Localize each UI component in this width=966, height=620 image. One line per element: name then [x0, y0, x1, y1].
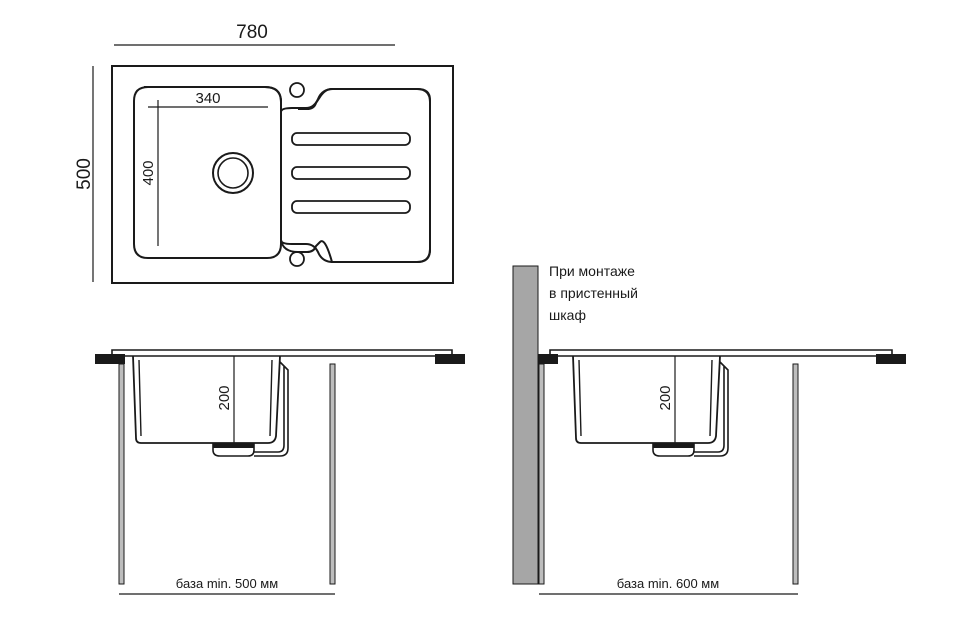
overflow-pipe [254, 361, 289, 457]
section-view-wall: При монтаже в пристенный шкаф 200 база m… [512, 263, 906, 595]
countertop-left-wall [538, 354, 558, 364]
top-view: 780 500 340 400 [74, 22, 454, 284]
wall [512, 265, 539, 585]
drain-section-wall [652, 443, 695, 457]
bowl-section [132, 355, 281, 444]
sink-rim-wall [549, 349, 893, 356]
drain-section [212, 443, 255, 457]
bowl-section-wall [572, 355, 721, 444]
drainboard-contour [280, 88, 431, 263]
bowl-width-label: 340 [195, 90, 220, 107]
groove-2 [291, 166, 411, 180]
wall-note-line-3: шкаф [549, 307, 586, 323]
sink-outline [111, 65, 454, 284]
cabinet-post-right-wall [792, 363, 799, 585]
drain-inner-icon [217, 157, 249, 189]
drain-flange [213, 443, 254, 448]
cabinet-post-right [329, 363, 336, 585]
bowl-depth-label-right: 200 [657, 385, 674, 410]
overflow-pipe-wall [694, 361, 729, 457]
tap-hole-bottom-icon [289, 251, 305, 267]
bowl-length-label: 400 [140, 160, 157, 185]
groove-3 [291, 200, 411, 214]
wall-note-line-2: в пристенный [549, 285, 638, 301]
base-label-left: база min. 500 мм [176, 576, 278, 591]
tap-hole-top-icon [289, 82, 305, 98]
wall-note-line-1: При монтаже [549, 263, 635, 279]
bowl-depth-label-left: 200 [216, 385, 233, 410]
countertop-right-wall [876, 354, 906, 364]
bowl-contour [133, 86, 282, 259]
countertop-right [435, 354, 465, 364]
cabinet-post-left-wall [538, 363, 545, 585]
sink-rim [111, 349, 453, 357]
bowl-and-drainboard-contour [144, 86, 431, 263]
depth-label: 500 [74, 158, 95, 190]
drain-outer-icon [212, 152, 254, 194]
bowl-inner-wall [138, 359, 273, 437]
width-label: 780 [236, 22, 268, 43]
groove-1 [291, 132, 411, 146]
section-view-standard: 200 база min. 500 мм [95, 349, 465, 595]
base-label-right: база min. 600 мм [617, 576, 719, 591]
cabinet-post-left [118, 363, 125, 585]
drain-flange-wall [653, 443, 694, 448]
bowl-inner-wall-wall [578, 359, 713, 437]
countertop-left [95, 354, 125, 364]
